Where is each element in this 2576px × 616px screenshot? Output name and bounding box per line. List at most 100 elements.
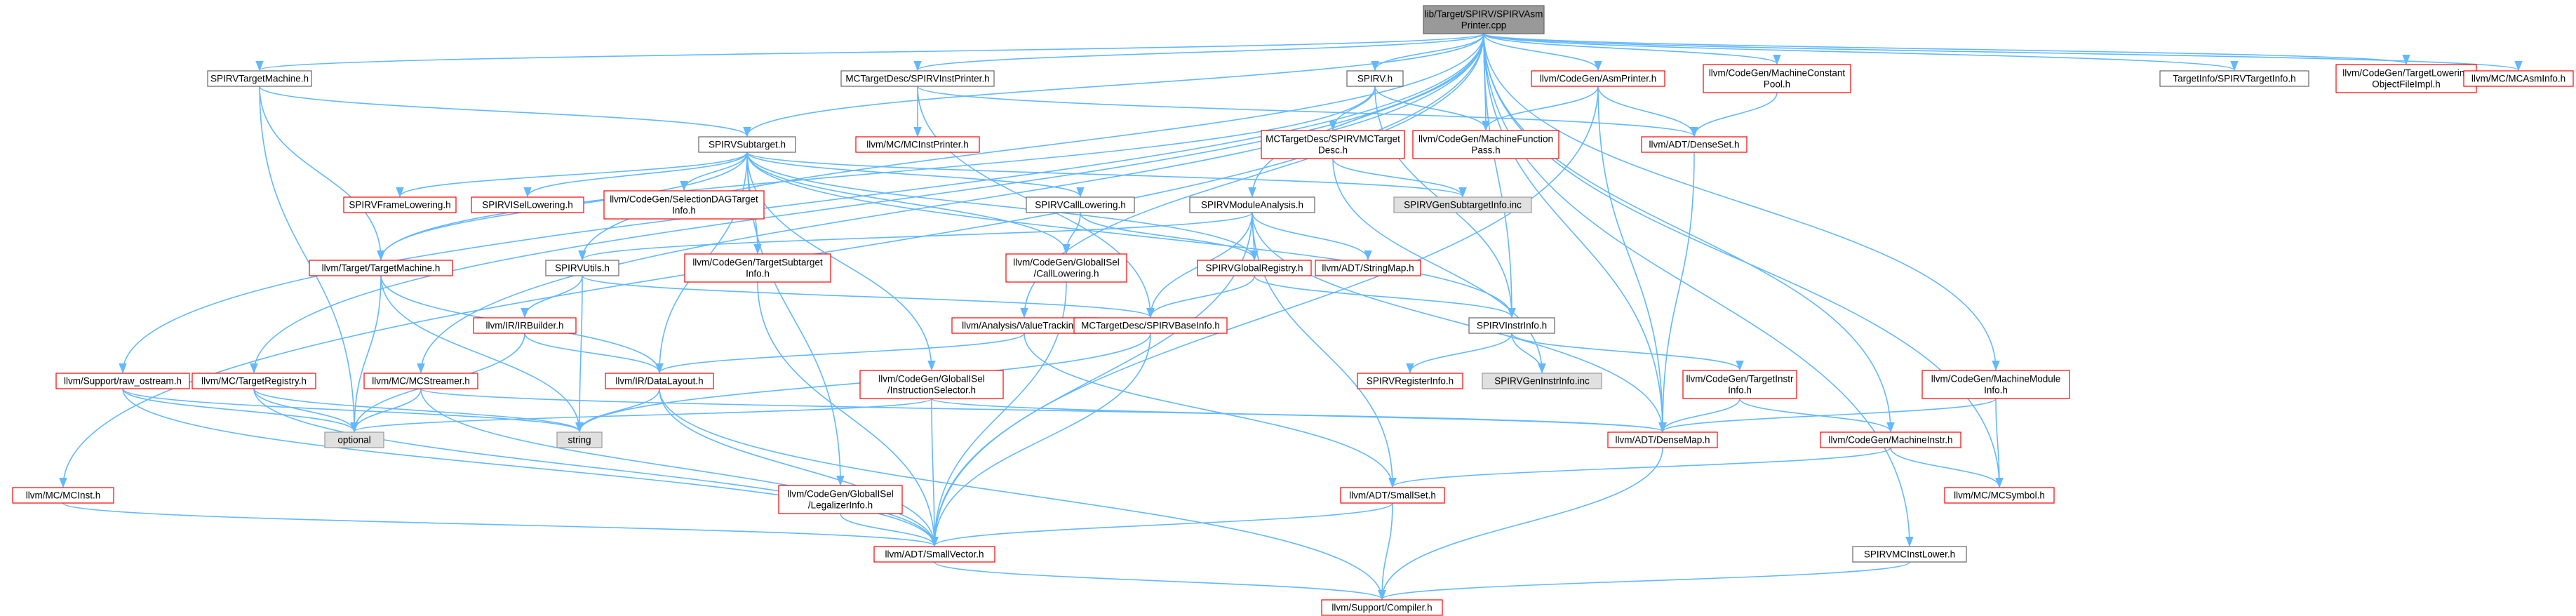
node-moduleanalysis[interactable]: SPIRVModuleAnalysis.h: [1189, 196, 1315, 213]
dependency-edge-root-to-targetmachine_h: [256, 33, 1484, 72]
node-box: [207, 70, 312, 87]
node-optional[interactable]: optional: [324, 431, 384, 448]
node-gensubtargetinfo[interactable]: SPIRVGenSubtargetInfo.inc: [1393, 196, 1532, 213]
dependency-edge-globalregistry-to-instrinfo: [1254, 275, 1516, 319]
node-machineinstr[interactable]: llvm/CodeGen/MachineInstr.h: [1820, 431, 1961, 448]
dependency-edge-root-to-instrinfo: [1483, 33, 1516, 319]
node-spirv-h[interactable]: SPIRV.h: [1346, 70, 1404, 87]
node-targetinfo[interactable]: TargetInfo/SPIRVTargetInfo.h: [2159, 70, 2309, 87]
node-label: /InstructionSelector.h: [887, 385, 976, 396]
node-smallset[interactable]: llvm/ADT/SmallSet.h: [1340, 487, 1445, 504]
dependency-edge-denseset-to-densemap: [1658, 152, 1695, 433]
dependency-edge-datalayout-to-smallvector: [659, 388, 939, 547]
dependency-edge-instructionselector-to-smallvector: [930, 398, 939, 547]
node-mcinst[interactable]: llvm/MC/MCInst.h: [12, 487, 114, 504]
node-box: [471, 196, 584, 213]
node-box: [1921, 370, 2070, 399]
dependency-edge-targetregistry-to-optional: [253, 388, 358, 433]
node-box: [1944, 487, 2055, 504]
node-isellowering[interactable]: SPIRVISelLowering.h: [471, 196, 584, 213]
node-mcsymbol[interactable]: llvm/MC/MCSymbol.h: [1944, 487, 2055, 504]
dependency-edge-moduleanalysis-to-stringmap: [1252, 212, 1372, 261]
dependency-edge-root-to-densemap: [1483, 33, 1667, 433]
node-label: Info.h: [746, 269, 770, 279]
node-label: Pool.h: [1764, 79, 1790, 90]
node-compiler[interactable]: llvm/Support/Compiler.h: [1321, 599, 1443, 616]
node-llvmtargetmachine[interactable]: llvm/Target/TargetMachine.h: [309, 260, 453, 276]
node-irbuilder[interactable]: llvm/IR/IRBuilder.h: [473, 317, 577, 334]
node-smallvector[interactable]: llvm/ADT/SmallVector.h: [873, 546, 995, 563]
node-label: SPIRVUtils.h: [555, 263, 610, 274]
node-stringmap[interactable]: llvm/ADT/StringMap.h: [1315, 260, 1421, 276]
node-instprinter[interactable]: MCTargetDesc/SPIRVInstPrinter.h: [840, 70, 995, 87]
node-asmprinter[interactable]: llvm/CodeGen/AsmPrinter.h: [1531, 70, 1665, 87]
node-legalizerinfo[interactable]: llvm/CodeGen/GlobalISel/LegalizerInfo.h: [778, 485, 903, 514]
node-label: llvm/MC/MCInstPrinter.h: [866, 140, 969, 150]
dependency-edge-mcinstlower-to-compiler: [1378, 561, 1910, 601]
node-string[interactable]: string: [556, 431, 603, 448]
dependency-edge-root-to-instprinter: [913, 33, 1484, 72]
node-calllowering[interactable]: SPIRVCallLowering.h: [1026, 196, 1135, 213]
dependency-edge-subtarget-to-instrinfo: [746, 152, 1516, 319]
node-mcasminfo[interactable]: llvm/MC/MCAsmInfo.h: [2463, 70, 2574, 87]
dependency-edge-subtarget-to-calllowering: [746, 152, 1085, 198]
dependency-edge-targetsubtargetinfo-to-smallvector: [757, 281, 939, 547]
node-label: Printer.cpp: [1461, 20, 1507, 31]
node-mcstreamer[interactable]: llvm/MC/MCStreamer.h: [363, 373, 478, 389]
dependency-edge-machineinstr-to-mcsymbol: [1890, 447, 2004, 488]
node-denseset[interactable]: llvm/ADT/DenseSet.h: [1641, 136, 1747, 153]
node-mcinstprinter[interactable]: llvm/MC/MCInstPrinter.h: [855, 136, 980, 153]
node-instructionselector[interactable]: llvm/CodeGen/GlobalISel/InstructionSelec…: [859, 370, 1004, 399]
node-box: [1682, 370, 1797, 399]
node-label: llvm/MC/MCAsmInfo.h: [2471, 74, 2565, 84]
dependency-edge-root-to-targetregistry: [250, 33, 1484, 374]
dependency-edge-machinemoduleinfo-to-mcsymbol: [1995, 398, 2004, 488]
node-subtarget[interactable]: SPIRVSubtarget.h: [698, 136, 796, 153]
node-baseinfo[interactable]: MCTargetDesc/SPIRVBaseInfo.h: [1073, 317, 1228, 334]
dependency-edge-subtarget-to-framelowering: [396, 152, 748, 198]
node-box: [1482, 373, 1602, 389]
node-box: [1412, 130, 1559, 159]
dependency-edge-llvmtargetmachine-to-string: [380, 275, 584, 433]
node-targetregistry[interactable]: llvm/MC/TargetRegistry.h: [192, 373, 316, 389]
node-globalregistry[interactable]: SPIRVGlobalRegistry.h: [1197, 260, 1312, 276]
dependency-edge-mcinst-to-smallvector: [62, 502, 939, 547]
node-box: [1261, 130, 1405, 159]
node-mcinstlower[interactable]: SPIRVMCInstLower.h: [1852, 546, 1967, 563]
node-tlof[interactable]: llvm/CodeGen/TargetLoweringObjectFileImp…: [2335, 64, 2477, 93]
node-label: llvm/CodeGen/TargetSubtarget: [692, 257, 823, 268]
dependency-edge-utils-to-irbuilder: [521, 275, 583, 319]
node-registerinfo[interactable]: SPIRVRegisterInfo.h: [1357, 373, 1463, 389]
node-framelowering[interactable]: SPIRVFrameLowering.h: [343, 196, 457, 213]
node-label: SPIRVTargetMachine.h: [210, 74, 309, 84]
node-label: SPIRVFrameLowering.h: [349, 200, 450, 210]
node-instrinfo[interactable]: SPIRVInstrInfo.h: [1468, 317, 1555, 334]
node-valuetracking[interactable]: llvm/Analysis/ValueTracking.h: [951, 317, 1097, 334]
dependency-edge-root-to-moduleanalysis: [1248, 33, 1484, 198]
node-label: string: [568, 435, 591, 446]
node-label: llvm/MC/TargetRegistry.h: [201, 376, 307, 387]
node-targetmachine-h[interactable]: SPIRVTargetMachine.h: [207, 70, 312, 87]
node-label: llvm/CodeGen/GlobalISel: [1013, 257, 1120, 268]
node-densemap[interactable]: llvm/ADT/DenseMap.h: [1607, 431, 1718, 448]
node-geninstrinfo[interactable]: SPIRVGenInstrInfo.inc: [1482, 373, 1602, 389]
dependency-edge-raw_ostream-to-optional: [122, 388, 358, 433]
node-box: [2463, 70, 2574, 87]
node-gisel-calllowering[interactable]: llvm/CodeGen/GlobalISel/CallLowering.h: [1005, 253, 1127, 283]
node-raw-ostream[interactable]: llvm/Support/raw_ostream.h: [55, 373, 190, 389]
node-box: [840, 70, 995, 87]
node-label: SPIRVInstrInfo.h: [1477, 321, 1547, 331]
dependency-edge-calllowering-to-gisel_calllowering: [1062, 212, 1081, 255]
node-label: SPIRVCallLowering.h: [1035, 200, 1126, 210]
node-utils[interactable]: SPIRVUtils.h: [545, 260, 619, 276]
node-datalayout[interactable]: llvm/IR/DataLayout.h: [605, 373, 714, 389]
node-label: SPIRVGenSubtargetInfo.inc: [1404, 200, 1522, 210]
